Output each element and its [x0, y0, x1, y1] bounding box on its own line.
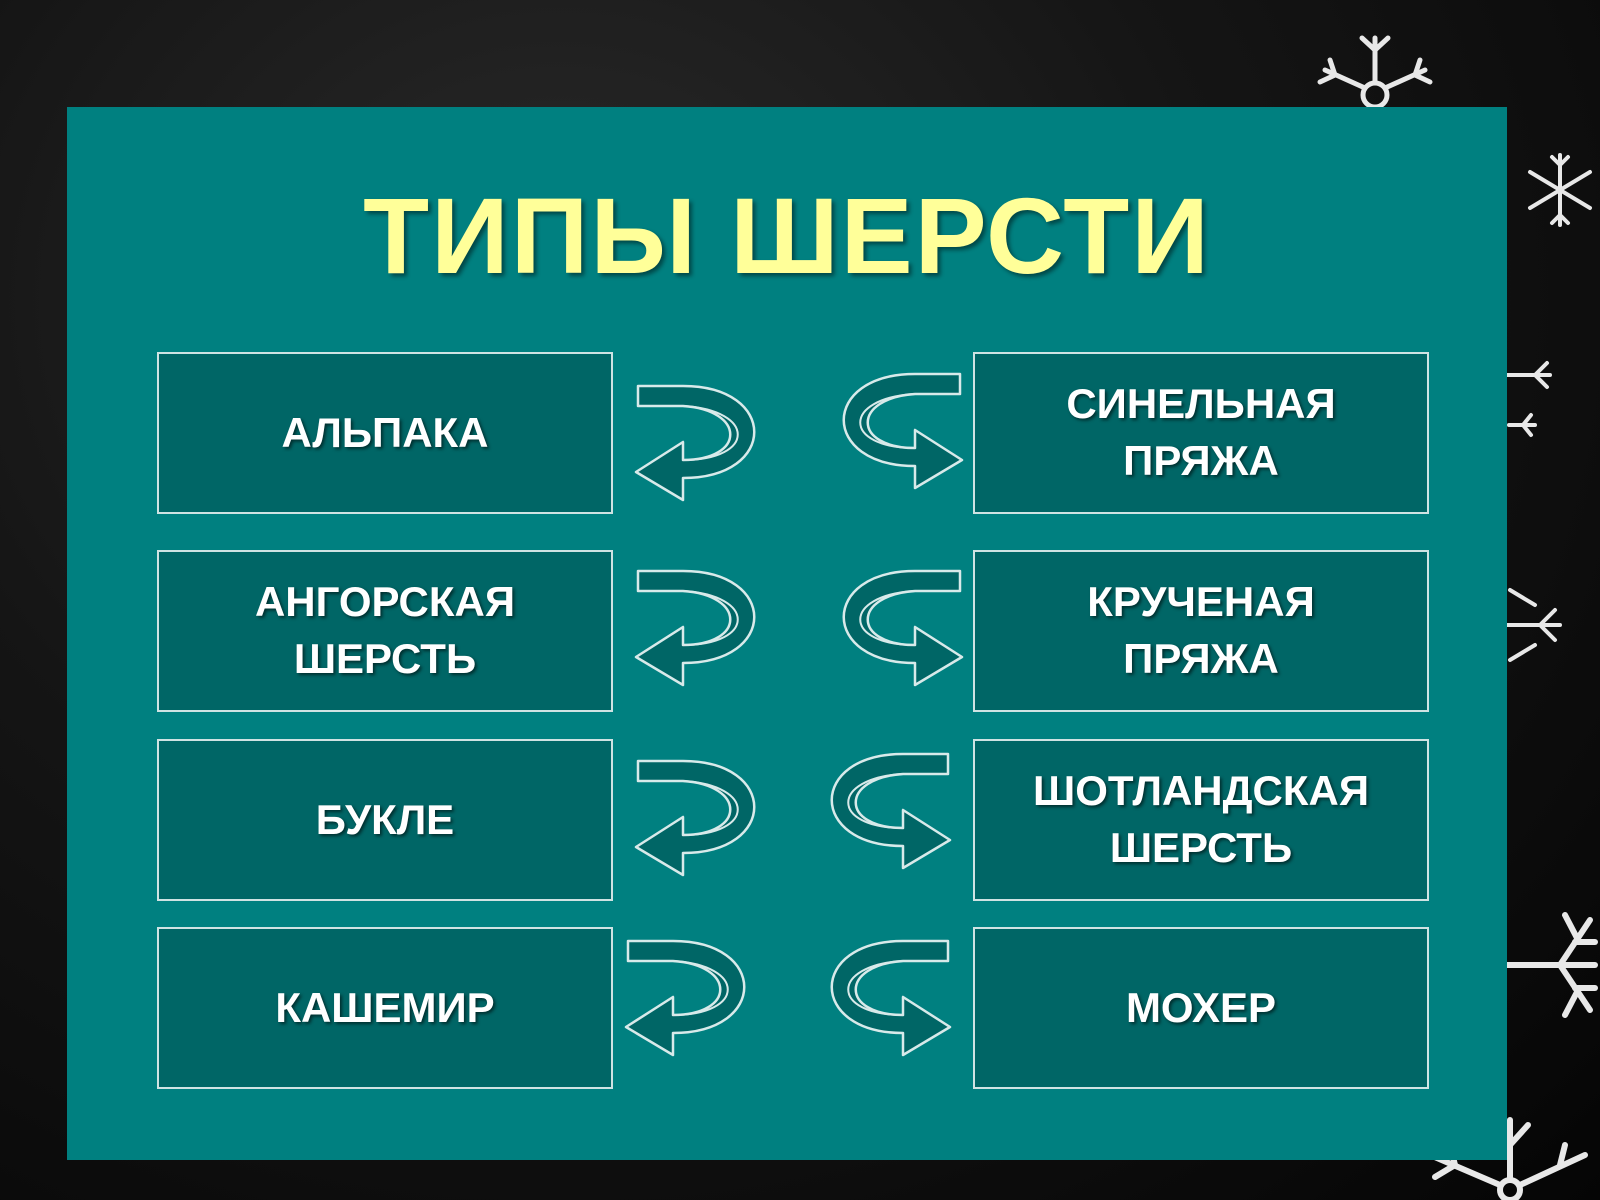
- wool-type-label: СИНЕЛЬНАЯ ПРЯЖА: [1066, 380, 1336, 484]
- wool-type-label: КРУЧЕНАЯ ПРЯЖА: [1087, 578, 1315, 682]
- curved-arrow-left-icon: [634, 759, 756, 877]
- curved-arrow-right-icon: [842, 569, 964, 687]
- wool-type-label: БУКЛЕ: [315, 795, 455, 843]
- wool-type-box-right: ШОТЛАНДСКАЯ ШЕРСТЬ: [973, 739, 1429, 901]
- slide-title: ТИПЫ ШЕРСТИ: [363, 175, 1211, 296]
- slide-panel: ТИПЫ ШЕРСТИ АЛЬПАКА АНГОРСКАЯ ШЕРСТЬ БУК…: [67, 107, 1507, 1160]
- wool-type-box-right: МОХЕР: [973, 927, 1429, 1089]
- wool-type-box-right: КРУЧЕНАЯ ПРЯЖА: [973, 550, 1429, 712]
- snowflake-icon: [1528, 153, 1592, 227]
- wool-type-label: ШОТЛАНДСКАЯ ШЕРСТЬ: [1032, 767, 1370, 871]
- curved-arrow-right-icon: [830, 752, 952, 870]
- wool-type-label: АНГОРСКАЯ ШЕРСТЬ: [254, 578, 516, 682]
- curved-arrow-left-icon: [624, 939, 746, 1057]
- wool-type-box-left: КАШЕМИР: [157, 927, 613, 1089]
- wool-type-box-left: БУКЛЕ: [157, 739, 613, 901]
- snowflake-icon: [1505, 361, 1552, 437]
- snowflake-icon: [1427, 1117, 1588, 1200]
- curved-arrow-left-icon: [634, 569, 756, 687]
- curved-arrow-right-icon: [842, 372, 964, 490]
- curved-arrow-left-icon: [634, 384, 756, 502]
- wool-type-box-left: АЛЬПАКА: [157, 352, 613, 514]
- wool-type-box-left: АНГОРСКАЯ ШЕРСТЬ: [157, 550, 613, 712]
- snowflake-icon: [1505, 588, 1562, 662]
- wool-type-box-right: СИНЕЛЬНАЯ ПРЯЖА: [973, 352, 1429, 514]
- snowflake-icon: [1505, 912, 1598, 1018]
- wool-type-label: КАШЕМИР: [275, 983, 495, 1031]
- curved-arrow-right-icon: [830, 939, 952, 1057]
- wool-type-label: АЛЬПАКА: [281, 408, 489, 456]
- wool-type-label: МОХЕР: [1125, 983, 1277, 1031]
